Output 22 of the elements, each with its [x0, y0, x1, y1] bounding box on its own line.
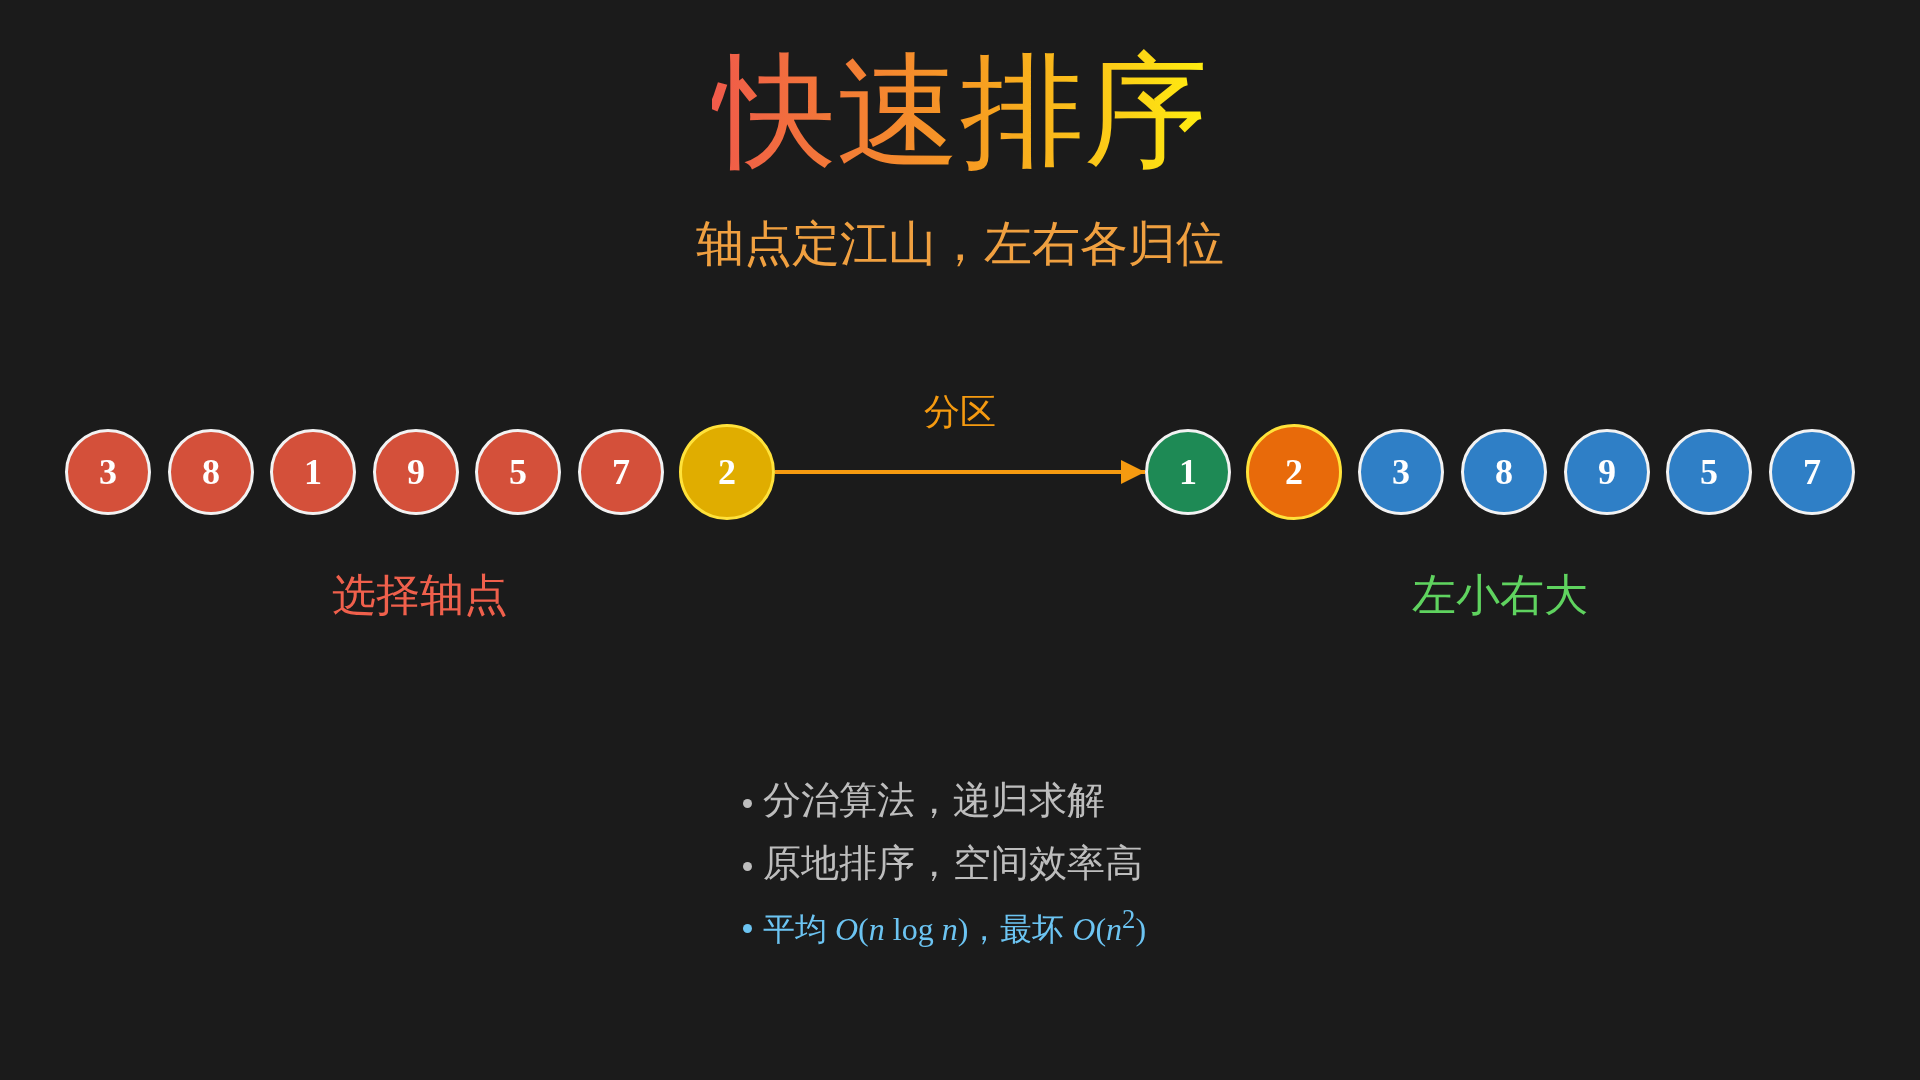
- number-circle: 5: [1666, 429, 1752, 515]
- bullet-point: 原地排序，空间效率高: [763, 841, 1143, 886]
- array-caption: 选择轴点: [332, 570, 508, 622]
- number-circle: 9: [373, 429, 459, 515]
- bullet-point: 分治算法，递归求解: [763, 778, 1105, 823]
- number-circle: 7: [1769, 429, 1855, 515]
- number-circle: 5: [475, 429, 561, 515]
- number-circle: 1: [270, 429, 356, 515]
- number-circle: 3: [65, 429, 151, 515]
- number-circle: 2: [1246, 424, 1342, 520]
- number-circle: 2: [679, 424, 775, 520]
- number-circle: 9: [1564, 429, 1650, 515]
- number-circle: 1: [1145, 429, 1231, 515]
- array-caption: 左小右大: [1412, 570, 1588, 622]
- edge-label: 分区: [924, 391, 996, 434]
- number-circle: 7: [578, 429, 664, 515]
- arrow: [775, 460, 1145, 484]
- bullet-point: 平均 O(n log n)，最坏 O(n$^{2}$): [763, 904, 1147, 949]
- number-circle: 8: [1461, 429, 1547, 515]
- number-circle: 8: [168, 429, 254, 515]
- subtitle: 轴点定江山，左右各归位: [696, 216, 1224, 272]
- number-circle: 3: [1358, 429, 1444, 515]
